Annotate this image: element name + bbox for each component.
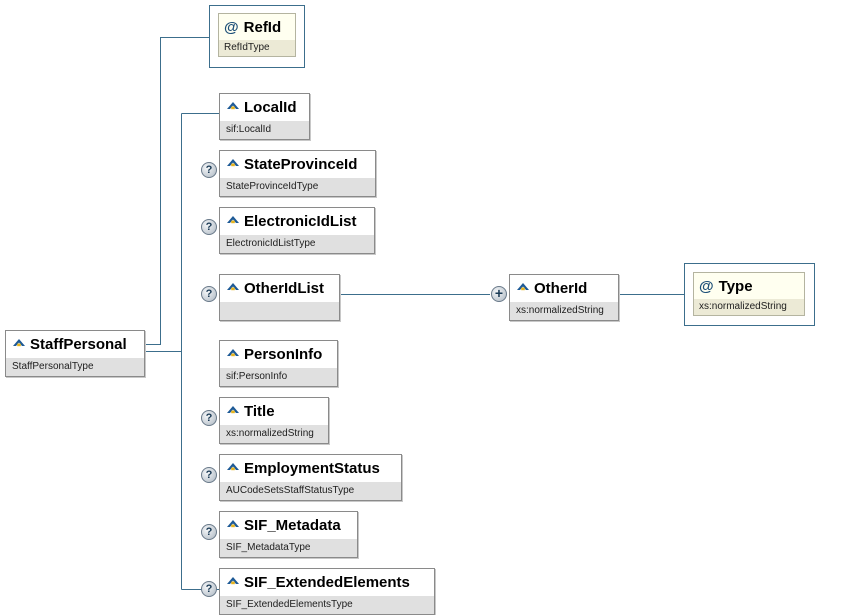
attribute-at-icon: @ [224, 18, 239, 36]
element-electronicidlist[interactable]: ElectronicIdList ElectronicIdListType [219, 207, 375, 254]
element-name: SIF_Metadata [244, 517, 341, 534]
element-icon [227, 102, 239, 110]
element-type: StaffPersonalType [6, 358, 144, 376]
attribute-refid[interactable]: @ RefId RefIdType [218, 13, 296, 57]
element-type: sif:LocalId [220, 121, 309, 139]
element-icon [227, 216, 239, 224]
element-name: SIF_ExtendedElements [244, 574, 410, 591]
element-icon [227, 349, 239, 357]
element-localid[interactable]: LocalId sif:LocalId [219, 93, 310, 140]
element-employmentstatus[interactable]: EmploymentStatus AUCodeSetsStaffStatusTy… [219, 454, 402, 501]
element-icon [227, 406, 239, 414]
attribute-at-icon: @ [699, 277, 714, 295]
element-icon [227, 283, 239, 291]
element-name: OtherIdList [244, 280, 325, 297]
element-name: OtherId [534, 280, 588, 297]
attribute-name: Type [718, 277, 753, 295]
element-personinfo[interactable]: PersonInfo sif:PersonInfo [219, 340, 338, 387]
element-name: Title [244, 403, 275, 420]
element-sif-extendedelements[interactable]: SIF_ExtendedElements SIF_ExtendedElement… [219, 568, 435, 615]
element-type: SIF_MetadataType [220, 539, 357, 557]
element-type: sif:PersonInfo [220, 368, 337, 386]
element-icon [13, 339, 25, 347]
attribute-type[interactable]: @ Type xs:normalizedString [693, 272, 805, 316]
element-icon [227, 577, 239, 585]
element-type: xs:normalizedString [510, 302, 618, 320]
element-icon [517, 283, 529, 291]
element-type: StateProvinceIdType [220, 178, 375, 196]
element-name: LocalId [244, 99, 297, 116]
element-otheridlist[interactable]: OtherIdList [219, 274, 340, 321]
repeat-icon: + [491, 286, 507, 302]
optional-icon: ? [201, 410, 217, 426]
element-name: PersonInfo [244, 346, 323, 363]
element-title[interactable]: Title xs:normalizedString [219, 397, 329, 444]
element-sif-metadata[interactable]: SIF_Metadata SIF_MetadataType [219, 511, 358, 558]
element-type: xs:normalizedString [220, 425, 328, 443]
optional-icon: ? [201, 581, 217, 597]
attribute-type-label: xs:normalizedString [694, 299, 804, 315]
element-type [220, 302, 339, 320]
element-icon [227, 159, 239, 167]
element-type: ElectronicIdListType [220, 235, 374, 253]
optional-icon: ? [201, 524, 217, 540]
element-name: StateProvinceId [244, 156, 358, 173]
optional-icon: ? [201, 467, 217, 483]
element-name: ElectronicIdList [244, 213, 357, 230]
root-element-staffpersonal[interactable]: StaffPersonal StaffPersonalType [5, 330, 145, 377]
element-stateprovinceid[interactable]: StateProvinceId StateProvinceIdType [219, 150, 376, 197]
element-icon [227, 463, 239, 471]
optional-icon: ? [201, 219, 217, 235]
optional-icon: ? [201, 286, 217, 302]
element-name: StaffPersonal [30, 336, 127, 353]
element-type: AUCodeSetsStaffStatusType [220, 482, 401, 500]
attribute-name: RefId [243, 18, 282, 36]
element-otherid[interactable]: OtherId xs:normalizedString [509, 274, 619, 321]
optional-icon: ? [201, 162, 217, 178]
attribute-type: RefIdType [219, 40, 295, 56]
element-type: SIF_ExtendedElementsType [220, 596, 434, 614]
element-name: EmploymentStatus [244, 460, 380, 477]
element-icon [227, 520, 239, 528]
